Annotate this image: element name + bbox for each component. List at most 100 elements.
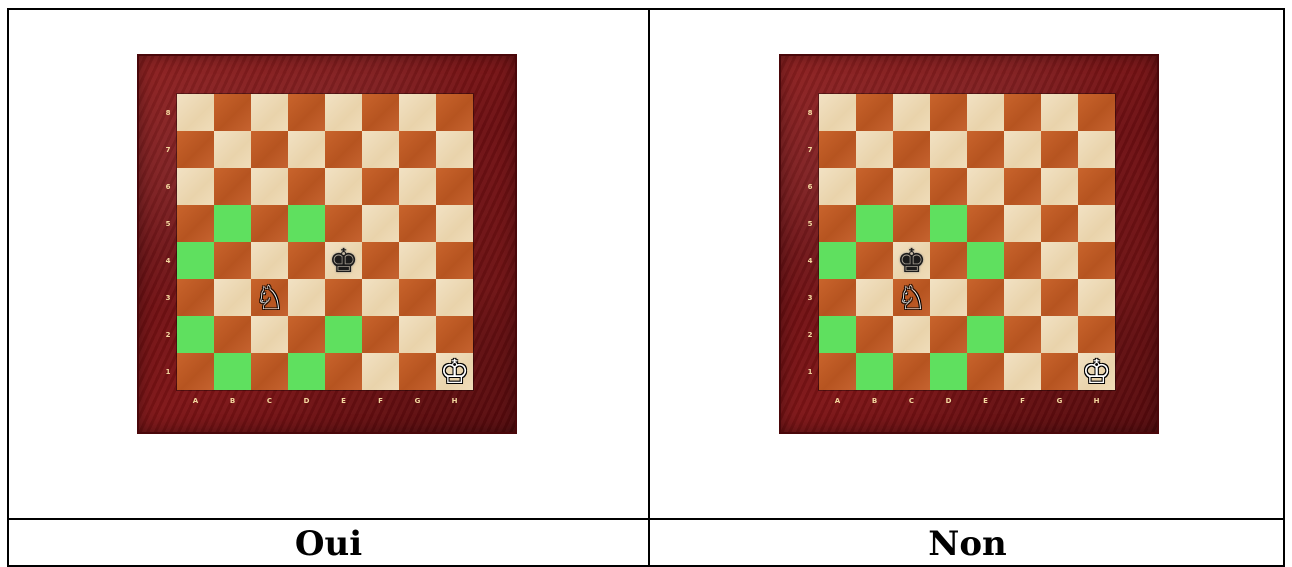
- square-d8[interactable]: [930, 94, 967, 131]
- square-h8[interactable]: [436, 94, 473, 131]
- square-c3[interactable]: ♘: [893, 279, 930, 316]
- square-d2[interactable]: [930, 316, 967, 353]
- square-d1[interactable]: [288, 353, 325, 390]
- square-a6[interactable]: [177, 168, 214, 205]
- white-king-icon[interactable]: ♔: [1082, 355, 1112, 388]
- square-e8[interactable]: [967, 94, 1004, 131]
- square-f3[interactable]: [362, 279, 399, 316]
- square-h1[interactable]: ♔: [1078, 353, 1115, 390]
- square-e4[interactable]: ♚: [325, 242, 362, 279]
- square-h3[interactable]: [436, 279, 473, 316]
- square-b7[interactable]: [214, 131, 251, 168]
- square-c1[interactable]: [893, 353, 930, 390]
- square-e1[interactable]: [967, 353, 1004, 390]
- square-h5[interactable]: [436, 205, 473, 242]
- square-a3[interactable]: [177, 279, 214, 316]
- square-b2[interactable]: [214, 316, 251, 353]
- square-c6[interactable]: [893, 168, 930, 205]
- square-g4[interactable]: [1041, 242, 1078, 279]
- square-d1[interactable]: [930, 353, 967, 390]
- square-b3[interactable]: [856, 279, 893, 316]
- square-g8[interactable]: [399, 94, 436, 131]
- square-b8[interactable]: [214, 94, 251, 131]
- white-king-icon[interactable]: ♔: [440, 355, 470, 388]
- square-e4[interactable]: [967, 242, 1004, 279]
- square-a2[interactable]: [819, 316, 856, 353]
- square-c1[interactable]: [251, 353, 288, 390]
- square-h5[interactable]: [1078, 205, 1115, 242]
- square-c7[interactable]: [893, 131, 930, 168]
- square-d3[interactable]: [288, 279, 325, 316]
- square-g6[interactable]: [1041, 168, 1078, 205]
- square-a7[interactable]: [177, 131, 214, 168]
- square-f8[interactable]: [362, 94, 399, 131]
- square-c3[interactable]: ♘: [251, 279, 288, 316]
- square-f5[interactable]: [362, 205, 399, 242]
- square-c7[interactable]: [251, 131, 288, 168]
- square-d6[interactable]: [288, 168, 325, 205]
- white-knight-icon[interactable]: ♘: [255, 281, 285, 314]
- square-c8[interactable]: [893, 94, 930, 131]
- square-c2[interactable]: [251, 316, 288, 353]
- square-b6[interactable]: [856, 168, 893, 205]
- black-king-icon[interactable]: ♚: [329, 244, 359, 277]
- square-g5[interactable]: [1041, 205, 1078, 242]
- square-d7[interactable]: [288, 131, 325, 168]
- square-b5[interactable]: [214, 205, 251, 242]
- square-f7[interactable]: [362, 131, 399, 168]
- square-f3[interactable]: [1004, 279, 1041, 316]
- square-a5[interactable]: [819, 205, 856, 242]
- square-e1[interactable]: [325, 353, 362, 390]
- square-g4[interactable]: [399, 242, 436, 279]
- square-g2[interactable]: [1041, 316, 1078, 353]
- square-c4[interactable]: ♚: [893, 242, 930, 279]
- square-h8[interactable]: [1078, 94, 1115, 131]
- square-c8[interactable]: [251, 94, 288, 131]
- square-h2[interactable]: [436, 316, 473, 353]
- square-d5[interactable]: [930, 205, 967, 242]
- square-g7[interactable]: [399, 131, 436, 168]
- square-e3[interactable]: [325, 279, 362, 316]
- square-e7[interactable]: [325, 131, 362, 168]
- square-c5[interactable]: [251, 205, 288, 242]
- square-e2[interactable]: [967, 316, 1004, 353]
- square-a8[interactable]: [177, 94, 214, 131]
- square-f5[interactable]: [1004, 205, 1041, 242]
- square-b5[interactable]: [856, 205, 893, 242]
- square-f7[interactable]: [1004, 131, 1041, 168]
- square-f6[interactable]: [362, 168, 399, 205]
- square-b1[interactable]: [856, 353, 893, 390]
- square-b4[interactable]: [856, 242, 893, 279]
- square-h1[interactable]: ♔: [436, 353, 473, 390]
- square-h4[interactable]: [436, 242, 473, 279]
- square-h7[interactable]: [1078, 131, 1115, 168]
- square-a1[interactable]: [177, 353, 214, 390]
- square-g2[interactable]: [399, 316, 436, 353]
- square-c5[interactable]: [893, 205, 930, 242]
- square-a1[interactable]: [819, 353, 856, 390]
- square-c4[interactable]: [251, 242, 288, 279]
- square-g1[interactable]: [1041, 353, 1078, 390]
- square-b8[interactable]: [856, 94, 893, 131]
- square-d3[interactable]: [930, 279, 967, 316]
- square-h7[interactable]: [436, 131, 473, 168]
- square-f2[interactable]: [362, 316, 399, 353]
- square-g7[interactable]: [1041, 131, 1078, 168]
- square-b3[interactable]: [214, 279, 251, 316]
- square-e2[interactable]: [325, 316, 362, 353]
- square-g5[interactable]: [399, 205, 436, 242]
- square-h6[interactable]: [1078, 168, 1115, 205]
- square-a6[interactable]: [819, 168, 856, 205]
- square-f1[interactable]: [1004, 353, 1041, 390]
- square-b2[interactable]: [856, 316, 893, 353]
- square-b6[interactable]: [214, 168, 251, 205]
- square-e3[interactable]: [967, 279, 1004, 316]
- square-d2[interactable]: [288, 316, 325, 353]
- square-a3[interactable]: [819, 279, 856, 316]
- square-d6[interactable]: [930, 168, 967, 205]
- white-knight-icon[interactable]: ♘: [897, 281, 927, 314]
- square-d5[interactable]: [288, 205, 325, 242]
- square-d4[interactable]: [930, 242, 967, 279]
- square-g8[interactable]: [1041, 94, 1078, 131]
- square-e5[interactable]: [967, 205, 1004, 242]
